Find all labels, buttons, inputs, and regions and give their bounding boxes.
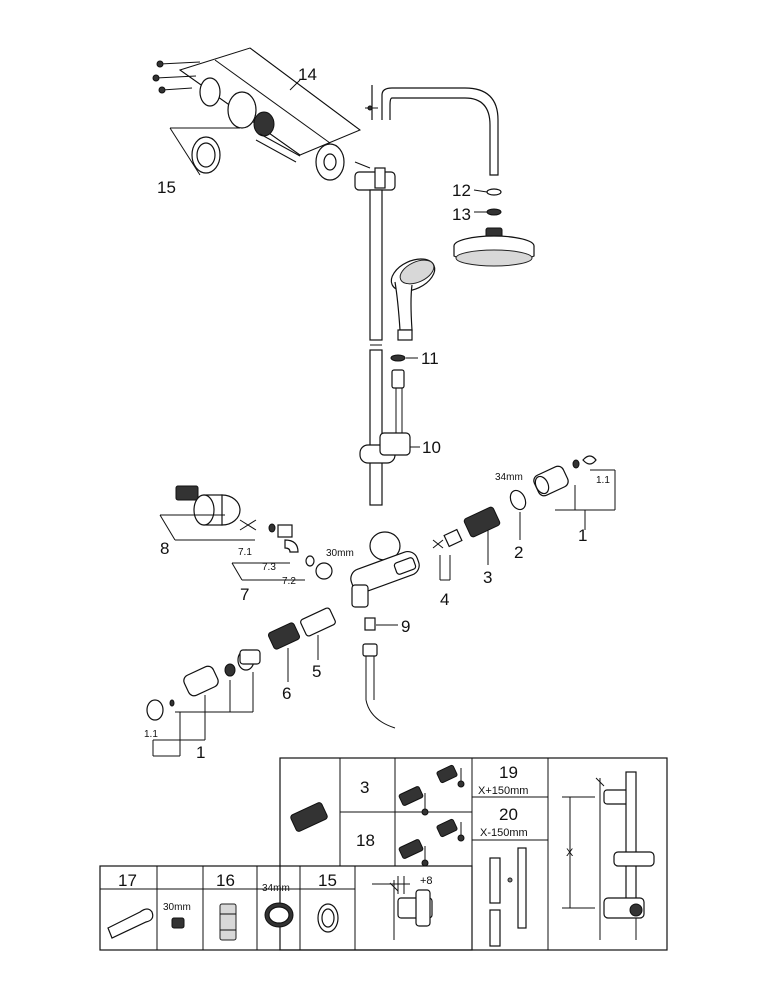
callout-34mm: 34mm [495, 472, 523, 483]
tools-table: 17 16 15 30mm 34mm [99, 865, 473, 951]
part-5-cartridge: 5 [300, 607, 336, 681]
cartridge-table: 3 18 19 X+150mm 20 X-150mm [279, 757, 668, 951]
callout-9: 9 [401, 617, 410, 636]
callout-7-1: 7.1 [238, 547, 252, 558]
thermometer-icon [398, 818, 465, 867]
callout-30mm: 30mm [326, 548, 354, 559]
wall-spacing-illustration: +8 [372, 875, 433, 940]
callout-7: 7 [240, 585, 249, 604]
callout-7-2: 7.2 [282, 576, 296, 587]
thermometer-icon [398, 764, 465, 816]
cartridge-icon [290, 802, 328, 832]
slider-part: 10 [359, 432, 441, 464]
callout-10: 10 [422, 438, 441, 457]
col-17-size: 30mm [163, 902, 191, 913]
wrench-icon [107, 908, 154, 939]
col-20-note: X-150mm [480, 827, 528, 839]
callout-1-1-right: 1.1 [596, 475, 610, 486]
hand-shower [390, 258, 436, 341]
rosette-part: 15 [157, 127, 240, 197]
part-1-handle-right: 1.1 1 [533, 455, 616, 545]
col-17-number: 17 [118, 871, 137, 890]
callout-13: 13 [452, 205, 471, 224]
shower-hose [391, 369, 405, 440]
part-2-ring: 34mm 2 [495, 472, 527, 562]
row-3-number: 3 [360, 778, 369, 797]
part-3-cartridge: 3 [463, 506, 501, 587]
adapter-part-16 [219, 903, 237, 941]
washer-part: 11 [390, 349, 439, 368]
riser-pipe [354, 85, 499, 506]
part-7-assembly: 7.1 7.3 7.2 30mm 7 [231, 519, 354, 604]
callout-14: 14 [298, 65, 317, 84]
callout-4: 4 [440, 590, 449, 609]
callout-15: 15 [157, 178, 176, 197]
x-dimension-label: X [566, 847, 574, 859]
pipe-sections-illustration [489, 847, 527, 947]
callout-1-1-left: 1.1 [144, 729, 158, 740]
col-19-note: X+150mm [478, 785, 528, 797]
callout-2: 2 [514, 543, 523, 562]
rosette-part-15 [317, 903, 339, 933]
callout-6: 6 [282, 684, 291, 703]
col-15-number: 15 [318, 871, 337, 890]
callout-11: 11 [421, 349, 439, 368]
thermostat-body [350, 531, 420, 608]
part-4: 4 [432, 528, 463, 609]
callout-1-left: 1 [196, 743, 205, 762]
col-19-number: 19 [499, 763, 518, 782]
callout-7-3: 7.3 [262, 562, 276, 573]
col-16-size: 34mm [262, 883, 290, 894]
wall-bracket-assembly: 14 [152, 47, 362, 181]
part-9: 9 [362, 617, 410, 729]
callout-12: 12 [452, 181, 471, 200]
row-18-number: 18 [356, 831, 375, 850]
col-20-number: 20 [499, 805, 518, 824]
part-6-cartridge: 6 [267, 622, 301, 703]
installation-height-diagram: X [562, 771, 655, 940]
callout-5: 5 [312, 662, 321, 681]
col-16-number: 16 [216, 871, 235, 890]
callout-1-right: 1 [578, 526, 587, 545]
ring-part [264, 902, 294, 928]
part-8-assembly: 8 [159, 485, 255, 558]
overhead-shower-head: 12 13 [452, 181, 535, 267]
part-1-handle-left: 1.1 1 [144, 649, 261, 762]
spacing-dimension: +8 [420, 875, 433, 887]
callout-3: 3 [483, 568, 492, 587]
callout-8: 8 [160, 539, 169, 558]
